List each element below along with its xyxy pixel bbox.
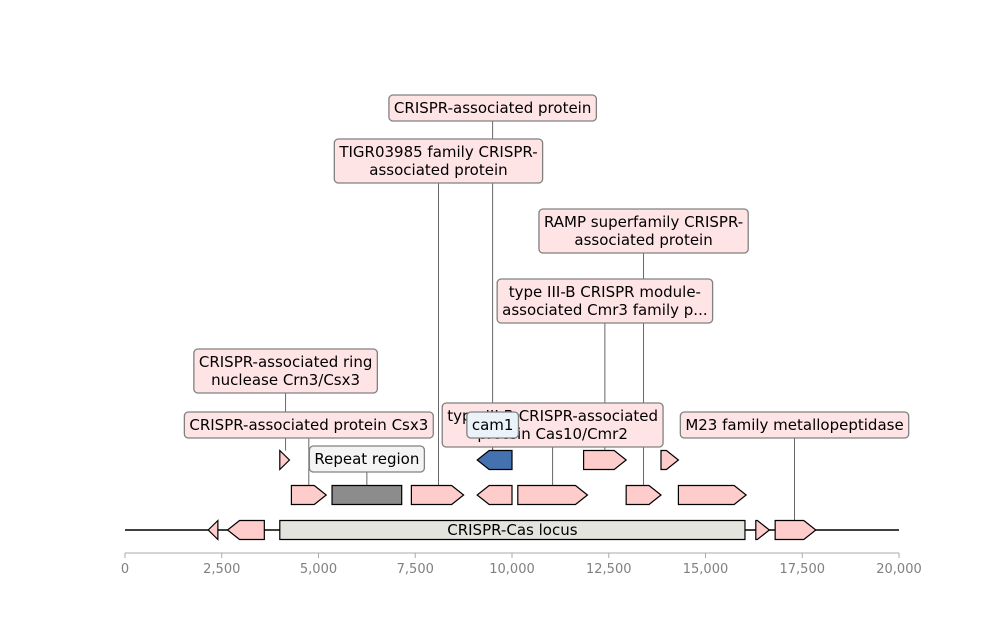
annotation-label: CRISPR-associated protein Csx3 [183,411,434,439]
annotation-box [466,411,520,439]
annotation-label: Repeat region [308,445,426,473]
feature-cds-d [774,519,817,541]
tick-label: 17,500 [780,562,826,577]
annotation-text: RAMP superfamily CRISPR- [544,213,743,231]
feature-cds-k [625,484,662,506]
annotation-text: type III-B CRISPR module- [509,283,701,301]
annotation-label: RAMP superfamily CRISPR-associated prote… [538,208,749,254]
annotation-text: CRISPR-associated protein [394,99,591,117]
annotation-box [183,411,434,439]
annotation-text: CRISPR-associated protein Csx3 [189,416,428,434]
annotation-text: associated protein [574,231,712,249]
annotation-text: nuclease Crn3/Csx3 [211,371,360,389]
annotation-text: Repeat region [314,450,419,468]
feature-cds-m [677,484,748,506]
feature-cds-a [207,519,219,541]
annotation-box [333,138,544,184]
feature-repeat [331,484,403,506]
feature-cds-h [476,484,513,506]
annotation-box [538,208,749,254]
annotation-text: associated Cmr3 family p... [502,301,707,319]
tick-label: 15,000 [683,562,729,577]
tick-label: 0 [121,562,129,577]
feature-locus [279,519,746,541]
x-axis: 0 2,500 5,000 7,500 10,000 12,500 15,000 17,500… [121,552,922,577]
annotation-text: M23 family metallopeptidase [685,416,903,434]
tick-label: 10,000 [489,562,535,577]
feature-cds-e [279,449,291,471]
feature-cds-j [582,449,628,471]
tick-label: 12,500 [586,562,632,577]
annotation-box [388,94,598,122]
annotation-text: associated protein [369,161,507,179]
annotation-box [193,348,378,394]
feature-cds-b [226,519,265,541]
annotation-box [496,278,714,324]
annotation-label: type III-B CRISPR module-associated Cmr3… [496,278,714,324]
annotation-label: cam1 [466,411,520,439]
feature-cds-l [660,449,680,471]
feature-cam1 [476,449,513,471]
tick-label: 5,000 [300,562,337,577]
annotation-label: CRISPR-associated protein [388,94,598,122]
annotation-text: TIGR03985 family CRISPR- [338,143,537,161]
feature-cds-g [410,484,465,506]
annotation-text: CRISPR-associated ring [199,353,372,371]
annotation-box [308,445,426,473]
feature-cds-c [755,519,771,541]
annotation-text: cam1 [472,416,514,434]
feature-cds-f [290,484,328,506]
feature-cds-i [517,484,589,506]
annotation-label: TIGR03985 family CRISPR-associated prote… [333,138,544,184]
tick-label: 7,500 [397,562,434,577]
feature-label-locus: CRISPR-Cas locus [447,521,577,539]
feature-track: CRISPR-Cas locus [207,449,817,541]
annotation-label: M23 family metallopeptidase [679,411,910,439]
tick-label: 2,500 [203,562,240,577]
tick-label: 20,000 [876,562,922,577]
annotation-box [679,411,910,439]
